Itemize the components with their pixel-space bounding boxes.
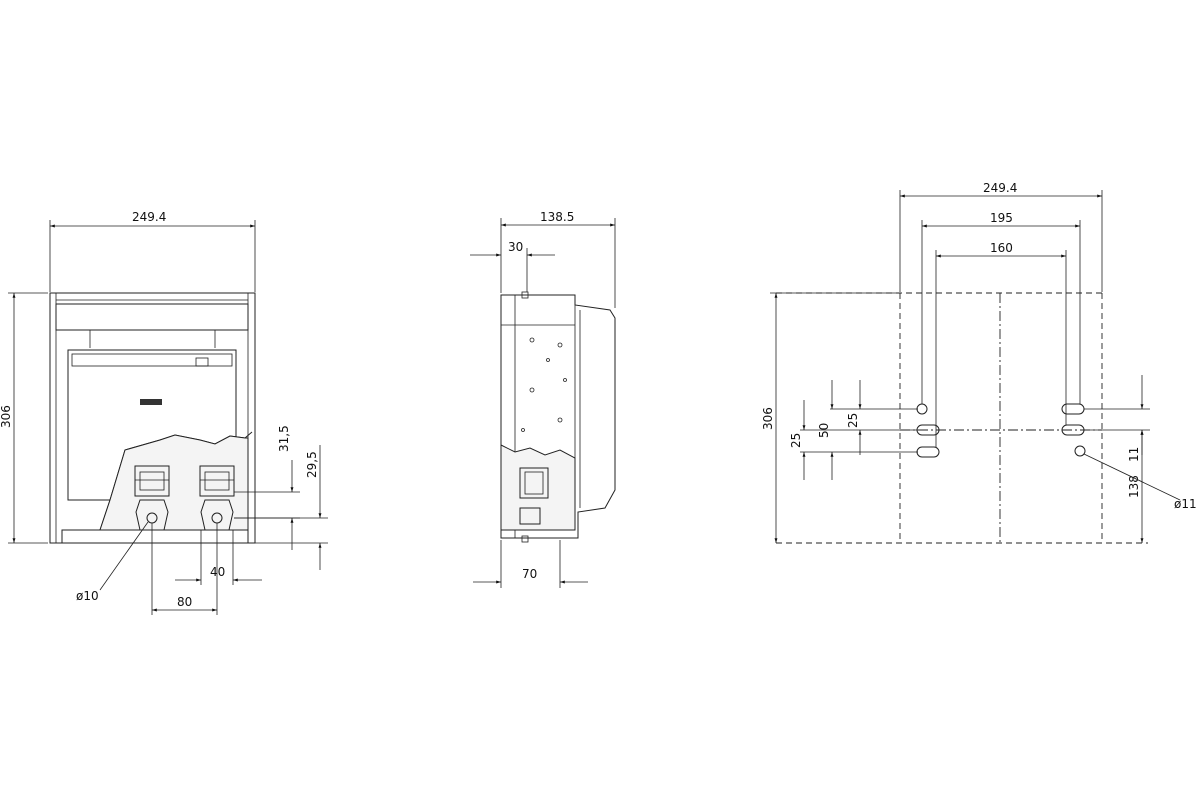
- mount-dim-160: 160: [990, 241, 1013, 255]
- mount-width-label: 249.4: [983, 181, 1017, 195]
- side-dim-70: 70: [522, 567, 537, 581]
- mount-dim-50: 50: [817, 423, 831, 438]
- mount-dim-11: 11: [1127, 447, 1141, 462]
- hole-left-top: [916, 403, 928, 415]
- mount-dim-25-a: 25: [789, 433, 803, 448]
- mounting-view: 249.4 195 160 306 25 50 25 11: [761, 181, 1197, 544]
- front-width-label: 249.4: [132, 210, 166, 224]
- front-dim-29-5: 29,5: [305, 451, 319, 478]
- mount-dim-25-b: 25: [846, 413, 860, 428]
- front-handle-bar: [55, 303, 249, 331]
- front-dim-80: 80: [177, 595, 192, 609]
- mount-hole-label: ø11: [1174, 497, 1197, 511]
- mount-height-label: 306: [761, 407, 775, 430]
- front-height-label: 306: [0, 405, 13, 428]
- slot-left-bottom: [916, 446, 940, 458]
- side-body-outline: [500, 294, 616, 539]
- mount-dim-138: 138: [1127, 475, 1141, 498]
- front-dim-40: 40: [210, 565, 225, 579]
- front-terminal-left: [134, 465, 170, 531]
- front-view: 249.4 306 31,5 29,5 40 80 ø10: [0, 210, 328, 615]
- front-indicator: [140, 399, 162, 405]
- front-dim-31-5: 31,5: [277, 425, 291, 452]
- slot-right-top: [1061, 403, 1085, 415]
- hole-right-bottom: [1074, 445, 1086, 457]
- mount-dim-195: 195: [990, 211, 1013, 225]
- side-view: 138.5 30 70: [470, 210, 616, 588]
- side-depth-label: 138.5: [540, 210, 574, 224]
- side-dim-30: 30: [508, 240, 523, 254]
- front-hole-label: ø10: [76, 589, 99, 603]
